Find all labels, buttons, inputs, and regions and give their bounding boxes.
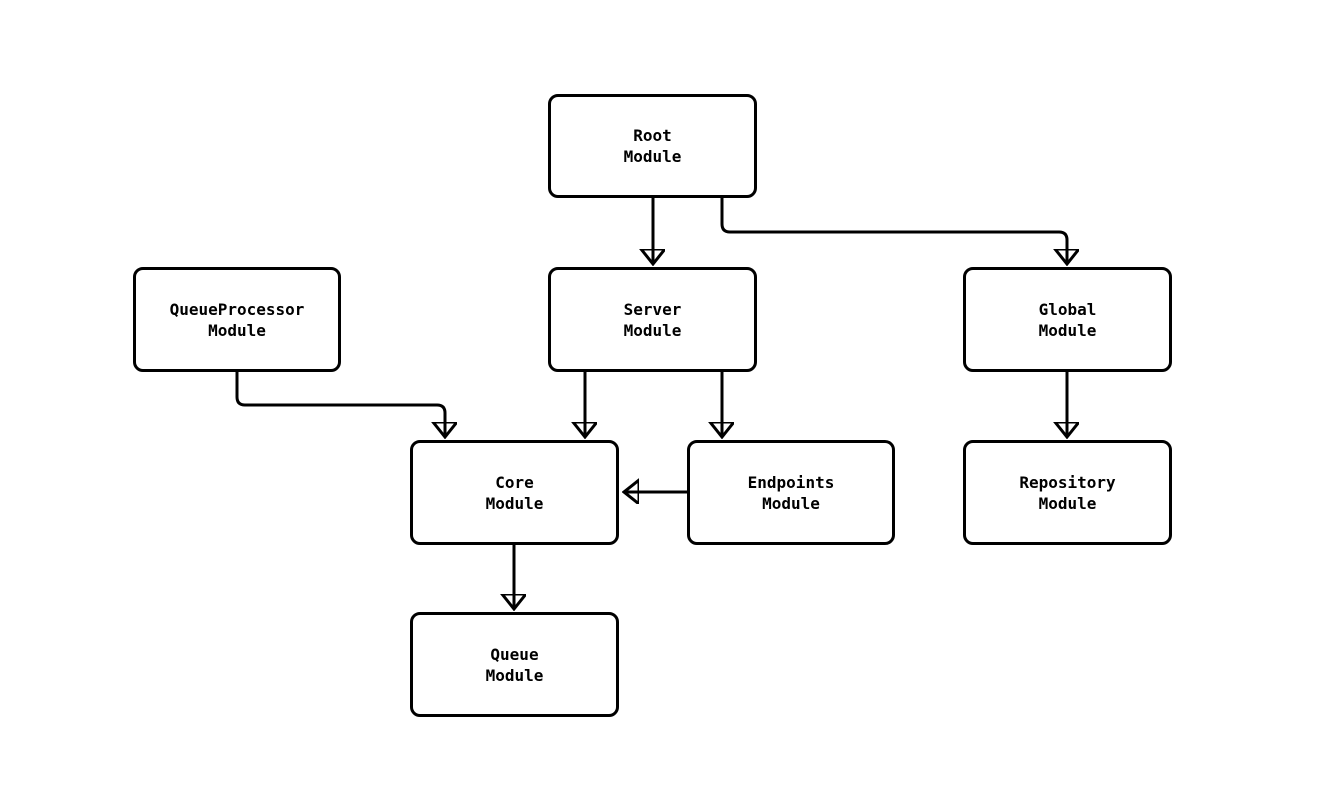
node-root-module-label: Root Module bbox=[623, 126, 682, 166]
node-repository-module[interactable]: Repository Module bbox=[963, 440, 1172, 545]
node-repository-module-label: Repository Module bbox=[1019, 472, 1116, 513]
node-core-module-label: Core Module bbox=[485, 472, 544, 513]
edge-queueprocessor-to-core bbox=[235, 372, 445, 437]
node-queue-module[interactable]: Queue Module bbox=[410, 612, 619, 717]
node-server-module[interactable]: Server Module bbox=[548, 267, 757, 372]
node-server-module-label: Server Module bbox=[623, 299, 682, 340]
node-root-module[interactable]: Root Module bbox=[548, 94, 757, 198]
node-queueprocessor-module[interactable]: QueueProcessor Module bbox=[133, 267, 341, 372]
node-global-module[interactable]: Global Module bbox=[963, 267, 1172, 372]
edge-root-to-global bbox=[720, 198, 1067, 264]
node-endpoints-module[interactable]: Endpoints Module bbox=[687, 440, 895, 545]
node-queue-module-label: Queue Module bbox=[485, 644, 544, 685]
node-endpoints-module-label: Endpoints Module bbox=[747, 472, 835, 513]
node-queueprocessor-module-label: QueueProcessor Module bbox=[169, 299, 305, 340]
node-global-module-label: Global Module bbox=[1038, 299, 1097, 340]
node-core-module[interactable]: Core Module bbox=[410, 440, 619, 545]
